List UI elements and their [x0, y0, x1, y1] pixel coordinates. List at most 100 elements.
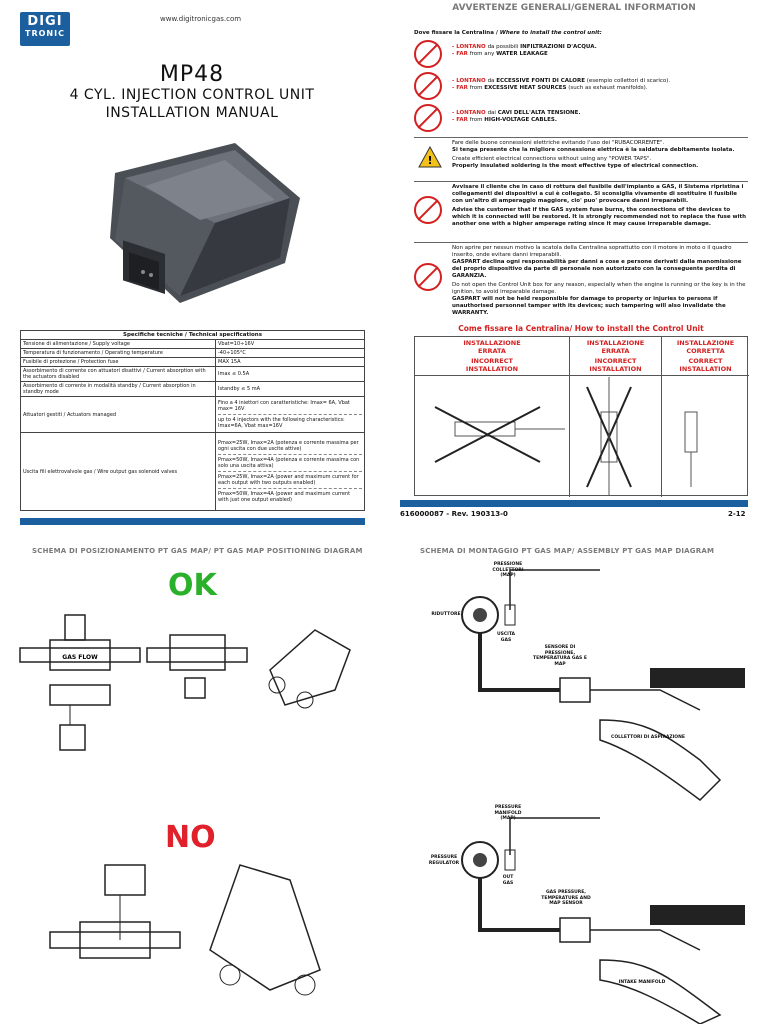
where-title-it: Dove fissare la Centralina / — [414, 30, 500, 36]
spec-label: Fusibile di protezione / Protection fuse — [20, 357, 216, 367]
no-label: NO — [165, 820, 216, 855]
table-row: Tensione di alimentazione / Supply volta… — [20, 339, 365, 349]
subtitle-line-1: 4 CYL. INJECTION CONTROL UNIT — [69, 87, 315, 103]
gas-flow-text: GAS FLOW — [62, 654, 98, 661]
table-row: Temperatura di funzionamento / Operating… — [20, 348, 365, 358]
page-number: 2-12 — [728, 510, 746, 518]
assembly-title: SCHEMA DI MONTAGGIO PT GAS MAP/ ASSEMBLY… — [420, 547, 715, 555]
w2-it-b: da — [487, 78, 497, 84]
label-riduttore: RIDUTTORE — [431, 612, 461, 617]
w3-it-a: - LONTANO — [452, 110, 488, 116]
w2-it-a: - LONTANO — [452, 78, 488, 84]
label-collettori-aspirazione: COLLETTORI DI ASPIRAZIONE — [611, 735, 685, 740]
col3-en: CORRECT INSTALLATION — [679, 357, 732, 373]
where-title-en: Where to install the control unit: — [499, 30, 602, 36]
label-intake-manifold: INTAKE MANIFOLD — [618, 980, 666, 985]
heat-warning-icon — [414, 72, 442, 100]
w1-it-b: da possibili — [487, 44, 521, 50]
warning-water: - LONTANO da possibili INFILTRAZIONI D'A… — [414, 40, 748, 70]
spec-value: Vbat=10÷16V — [215, 339, 365, 349]
label-uscita-gas: USCITA GAS — [496, 632, 516, 643]
w3-en-b: from — [469, 117, 485, 123]
p2-en: Advise the customer that if the GAS syst… — [452, 207, 747, 227]
divider — [414, 137, 748, 138]
specs-table: Specifiche tecniche / Technical specific… — [20, 330, 365, 511]
product-subtitle: 4 CYL. INJECTION CONTROL UNIT INSTALLATI… — [0, 86, 384, 122]
install-table: INSTALLAZIONE ERRATA INCORRECT INSTALLAT… — [414, 336, 749, 497]
p3-it: Non aprire per nessun motivo la scatola … — [452, 245, 732, 258]
actuators-it: Fino a 4 iniettori con caratteristiche: … — [218, 400, 362, 415]
col-correct: INSTALLAZIONE CORRETTA CORRECT INSTALLAT… — [662, 337, 749, 497]
spec-label: Temperatura di funzionamento / Operating… — [20, 348, 216, 358]
p1-en-b: Properly insulated soldering is the most… — [452, 163, 699, 169]
p1-it: Fare delle buone connessioni elettriche … — [452, 140, 665, 146]
water-warning-icon — [414, 40, 442, 68]
spec-label: Uscita fili elettrovalvole gas / Wire ou… — [20, 432, 216, 511]
divider — [414, 242, 748, 243]
w2-it-d: (esempio collettori di scarico). — [584, 78, 671, 84]
spec-label: Assorbimento di corrente in modalità sta… — [20, 381, 216, 397]
w1-en-c: WATER LEAKAGE — [496, 51, 548, 57]
website-link[interactable]: www.digitronicgas.com — [160, 15, 242, 23]
w1-it-c: INFILTRAZIONI D'ACQUA. — [520, 44, 597, 50]
label-sensore: SENSORE DI PRESSIONE, TEMPERATURA GAS E … — [533, 645, 587, 667]
label-pressione-collettori: PRESSIONE COLLETTORI (MAP) — [492, 562, 524, 578]
spec-value: MAX 15A — [215, 357, 365, 367]
document-code: 616000087 - Rev. 190313-0 — [400, 510, 508, 518]
wire-value: Pmax=50W, Imax=4A (power and maximum cur… — [218, 491, 351, 503]
col-incorrect-1: INSTALLAZIONE ERRATA INCORRECT INSTALLAT… — [415, 337, 570, 497]
logo-line-2: TRONIC — [25, 29, 65, 38]
logo-line-1: DIGI — [27, 14, 63, 29]
w2-it-c: ECCESSIVE FONTI DI CALORE — [496, 78, 585, 84]
ok-label: OK — [168, 568, 217, 603]
w3-it-b: dai — [487, 110, 498, 116]
high-voltage-warning-icon — [414, 104, 442, 132]
divider — [414, 181, 748, 182]
install-illustrations — [434, 377, 698, 495]
label-out-gas: OUT GAS — [502, 875, 514, 886]
w3-en-a: - FAR — [452, 117, 470, 123]
caution-icon: ! — [418, 146, 442, 168]
svg-text:!: ! — [427, 154, 432, 167]
positioning-ok-diagram: GAS FLOW — [19, 614, 351, 751]
col3-it: INSTALLAZIONE CORRETTA — [676, 339, 735, 355]
col1-en: INCORRECT INSTALLATION — [465, 357, 519, 373]
w1-it-a: - LONTANO — [452, 44, 488, 50]
col1-it: INSTALLAZIONE ERRATA — [463, 339, 521, 355]
actuators-en: up to 4 injectors with the following cha… — [218, 417, 345, 429]
positioning-no-diagram — [49, 864, 321, 996]
model-title: MP48 — [159, 62, 225, 87]
left-blue-bar — [20, 518, 365, 525]
p3-en-b: GASPART will not be held responsible for… — [452, 296, 726, 316]
wire-value: Pmax=25W, Imax=2A (potenza e corrente ma… — [218, 440, 362, 455]
brand-logo: DIGI TRONIC — [20, 12, 70, 46]
w2-en-d: (such as exhaust manifolds). — [566, 85, 648, 91]
table-row: Uscita fili elettrovalvole gas / Wire ou… — [20, 432, 365, 511]
label-pressure-regulator: PRESSURE REGULATOR — [428, 855, 460, 866]
spec-value: Pmax=25W, Imax=2A (potenza e corrente ma… — [215, 432, 365, 511]
w2-en-a: - FAR — [452, 85, 470, 91]
subtitle-line-2: INSTALLATION MANUAL — [105, 105, 279, 121]
p2-it: Avvisare il cliente che in caso di rottu… — [452, 184, 744, 204]
w2-en-c: EXCESSIVE HEAT SOURCES — [484, 85, 567, 91]
assembly-diagram — [461, 569, 745, 1024]
p1-it-b: Si tenga presente che la migliore connes… — [452, 147, 735, 153]
wire-value: Pmax=50W, Imax=4A (potenza e corrente ma… — [218, 457, 362, 472]
note-warranty: Non aprire per nessun motivo la scatola … — [414, 245, 748, 317]
table-row: Assorbimento di corrente in modalità sta… — [20, 381, 365, 397]
table-row: Fusibile di protezione / Protection fuse… — [20, 357, 365, 367]
specs-header: Specifiche tecniche / Technical specific… — [20, 330, 365, 340]
w2-en-b: from — [469, 85, 485, 91]
control-unit-image — [110, 143, 300, 303]
p3-it-b: GASPART declina ogni responsabilità per … — [452, 259, 742, 279]
w1-en-b: from any — [469, 51, 497, 57]
note-connections: ! Fare delle buone connessioni elettrich… — [414, 140, 748, 180]
col2-en: INCORRECT INSTALLATION — [589, 357, 642, 373]
right-blue-bar — [400, 500, 748, 507]
no-open-warning-icon — [414, 263, 442, 291]
positioning-title: SCHEMA DI POSIZIONAMENTO PT GAS MAP/ PT … — [32, 547, 363, 555]
p1-en: Create efficient electrical connections … — [452, 156, 652, 162]
spec-value: Istandby ≤ 5 mA — [215, 381, 365, 397]
note-fuse: Avvisare il cliente che in caso di rottu… — [414, 184, 748, 240]
spec-label: Tensione di alimentazione / Supply volta… — [20, 339, 216, 349]
